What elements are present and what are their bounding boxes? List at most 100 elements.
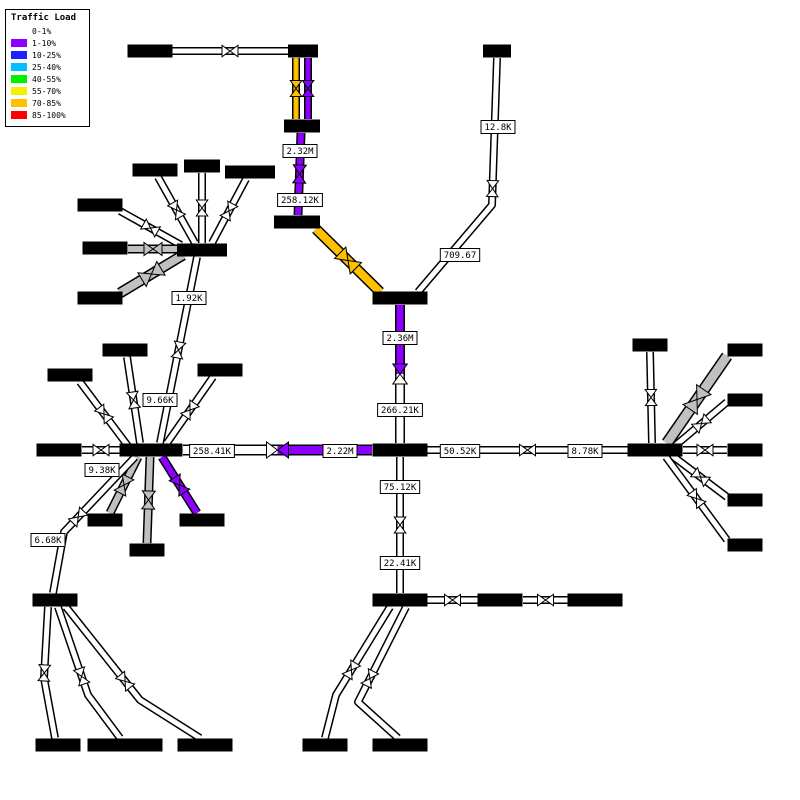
- legend-range-label: 1-10%: [32, 38, 57, 48]
- link-arrowhead: [227, 200, 239, 212]
- legend-color-swatch: [11, 99, 27, 107]
- link-arrowhead: [221, 44, 231, 58]
- link-arrowhead: [689, 466, 702, 478]
- network-node: [483, 44, 511, 58]
- link-label: 9.66K: [146, 396, 174, 406]
- legend-entry: 70-85%: [11, 97, 83, 109]
- link-arrowhead: [168, 472, 181, 486]
- legend-entry: 40-55%: [11, 73, 83, 85]
- link-arrowhead: [444, 593, 454, 607]
- link-label: 258.12K: [281, 196, 320, 206]
- legend-range-label: 10-25%: [32, 50, 61, 60]
- link-arrowhead: [121, 473, 135, 486]
- link-half: [55, 606, 85, 678]
- network-node: [197, 363, 243, 377]
- link-arrowhead: [195, 199, 209, 209]
- link-half: [367, 605, 409, 680]
- network-node: [727, 493, 763, 507]
- network-node: [129, 543, 165, 557]
- network-node: [127, 44, 173, 58]
- link-arrowhead: [696, 443, 706, 457]
- link-label-box: [277, 193, 323, 207]
- link-label: 2.36M: [386, 334, 414, 344]
- network-node: [87, 738, 163, 752]
- legend-entry: 0-1%: [11, 25, 83, 37]
- network-node: [627, 443, 683, 457]
- link-arrowhead: [333, 246, 349, 262]
- link-label: 2.32M: [286, 147, 314, 157]
- link-arrowhead: [173, 340, 187, 351]
- link-arrowhead: [359, 677, 373, 690]
- network-node: [372, 443, 428, 457]
- link-arrowhead: [276, 441, 289, 459]
- link-arrowhead: [38, 664, 52, 674]
- legend-color-swatch: [11, 63, 27, 71]
- link-label-box: [382, 331, 418, 345]
- link-arrowhead: [114, 670, 126, 682]
- link-label-box: [30, 533, 66, 547]
- link-arrowhead: [266, 441, 279, 459]
- link-half: [41, 606, 51, 674]
- legend-title: Traffic Load: [11, 13, 77, 23]
- link-arrowhead: [347, 259, 363, 275]
- link-arrowhead: [537, 593, 547, 607]
- link-arrowhead: [289, 87, 303, 97]
- legend-entry: 1-10%: [11, 37, 83, 49]
- legend-entry: 10-25%: [11, 49, 83, 61]
- link-arrowhead: [170, 349, 184, 360]
- link-half: [355, 677, 400, 740]
- legend-color-swatch: [11, 27, 27, 35]
- link-label: 8.78K: [571, 447, 599, 457]
- network-node: [372, 291, 428, 305]
- link-half: [663, 455, 699, 500]
- network-node: [284, 119, 320, 133]
- network-node: [102, 343, 148, 357]
- link-arrowhead: [690, 422, 703, 435]
- network-node: [36, 443, 82, 457]
- link-half: [76, 455, 137, 519]
- link-label-box: [439, 248, 481, 262]
- network-node: [177, 738, 233, 752]
- network-node: [32, 593, 78, 607]
- link-label-box: [567, 444, 603, 458]
- link-label-box: [377, 403, 423, 417]
- link-arrowhead: [289, 80, 303, 90]
- network-node: [177, 243, 227, 257]
- link-arrowhead: [195, 207, 209, 217]
- link-arrowhead: [367, 667, 380, 680]
- network-node: [274, 215, 320, 229]
- link-arrowhead: [67, 516, 79, 528]
- link-label: 12.8K: [484, 123, 512, 133]
- network-node: [302, 738, 348, 752]
- link-label-box: [142, 393, 178, 407]
- legend-range-label: 85-100%: [32, 110, 66, 120]
- network-node: [35, 738, 81, 752]
- legend-entry: 25-40%: [11, 61, 83, 73]
- link-label: 2.22M: [326, 447, 354, 457]
- link-label: 9.38K: [88, 466, 116, 476]
- link-label-box: [282, 144, 318, 158]
- link-arrowhead: [103, 413, 115, 425]
- link-arrowhead: [485, 187, 499, 198]
- link-arrowhead: [78, 675, 91, 687]
- link-arrowhead: [699, 476, 712, 488]
- link-label: 258.41K: [193, 447, 232, 457]
- network-node: [132, 163, 178, 177]
- link-arrowhead: [100, 443, 110, 457]
- link-arrowhead: [393, 516, 407, 526]
- legend-entry: 55-70%: [11, 85, 83, 97]
- link-arrowhead: [141, 490, 157, 501]
- link-arrowhead: [178, 484, 191, 498]
- link-arrowhead: [696, 383, 713, 401]
- link-arrowhead: [695, 497, 707, 510]
- network-node: [77, 198, 123, 212]
- network-node: [372, 593, 428, 607]
- link-arrowhead: [139, 218, 152, 230]
- link-arrowhead: [152, 241, 163, 257]
- link-half: [349, 605, 393, 672]
- network-node: [77, 291, 123, 305]
- network-node: [47, 368, 93, 382]
- link-arrowhead: [174, 209, 187, 221]
- link-arrowhead: [291, 173, 307, 184]
